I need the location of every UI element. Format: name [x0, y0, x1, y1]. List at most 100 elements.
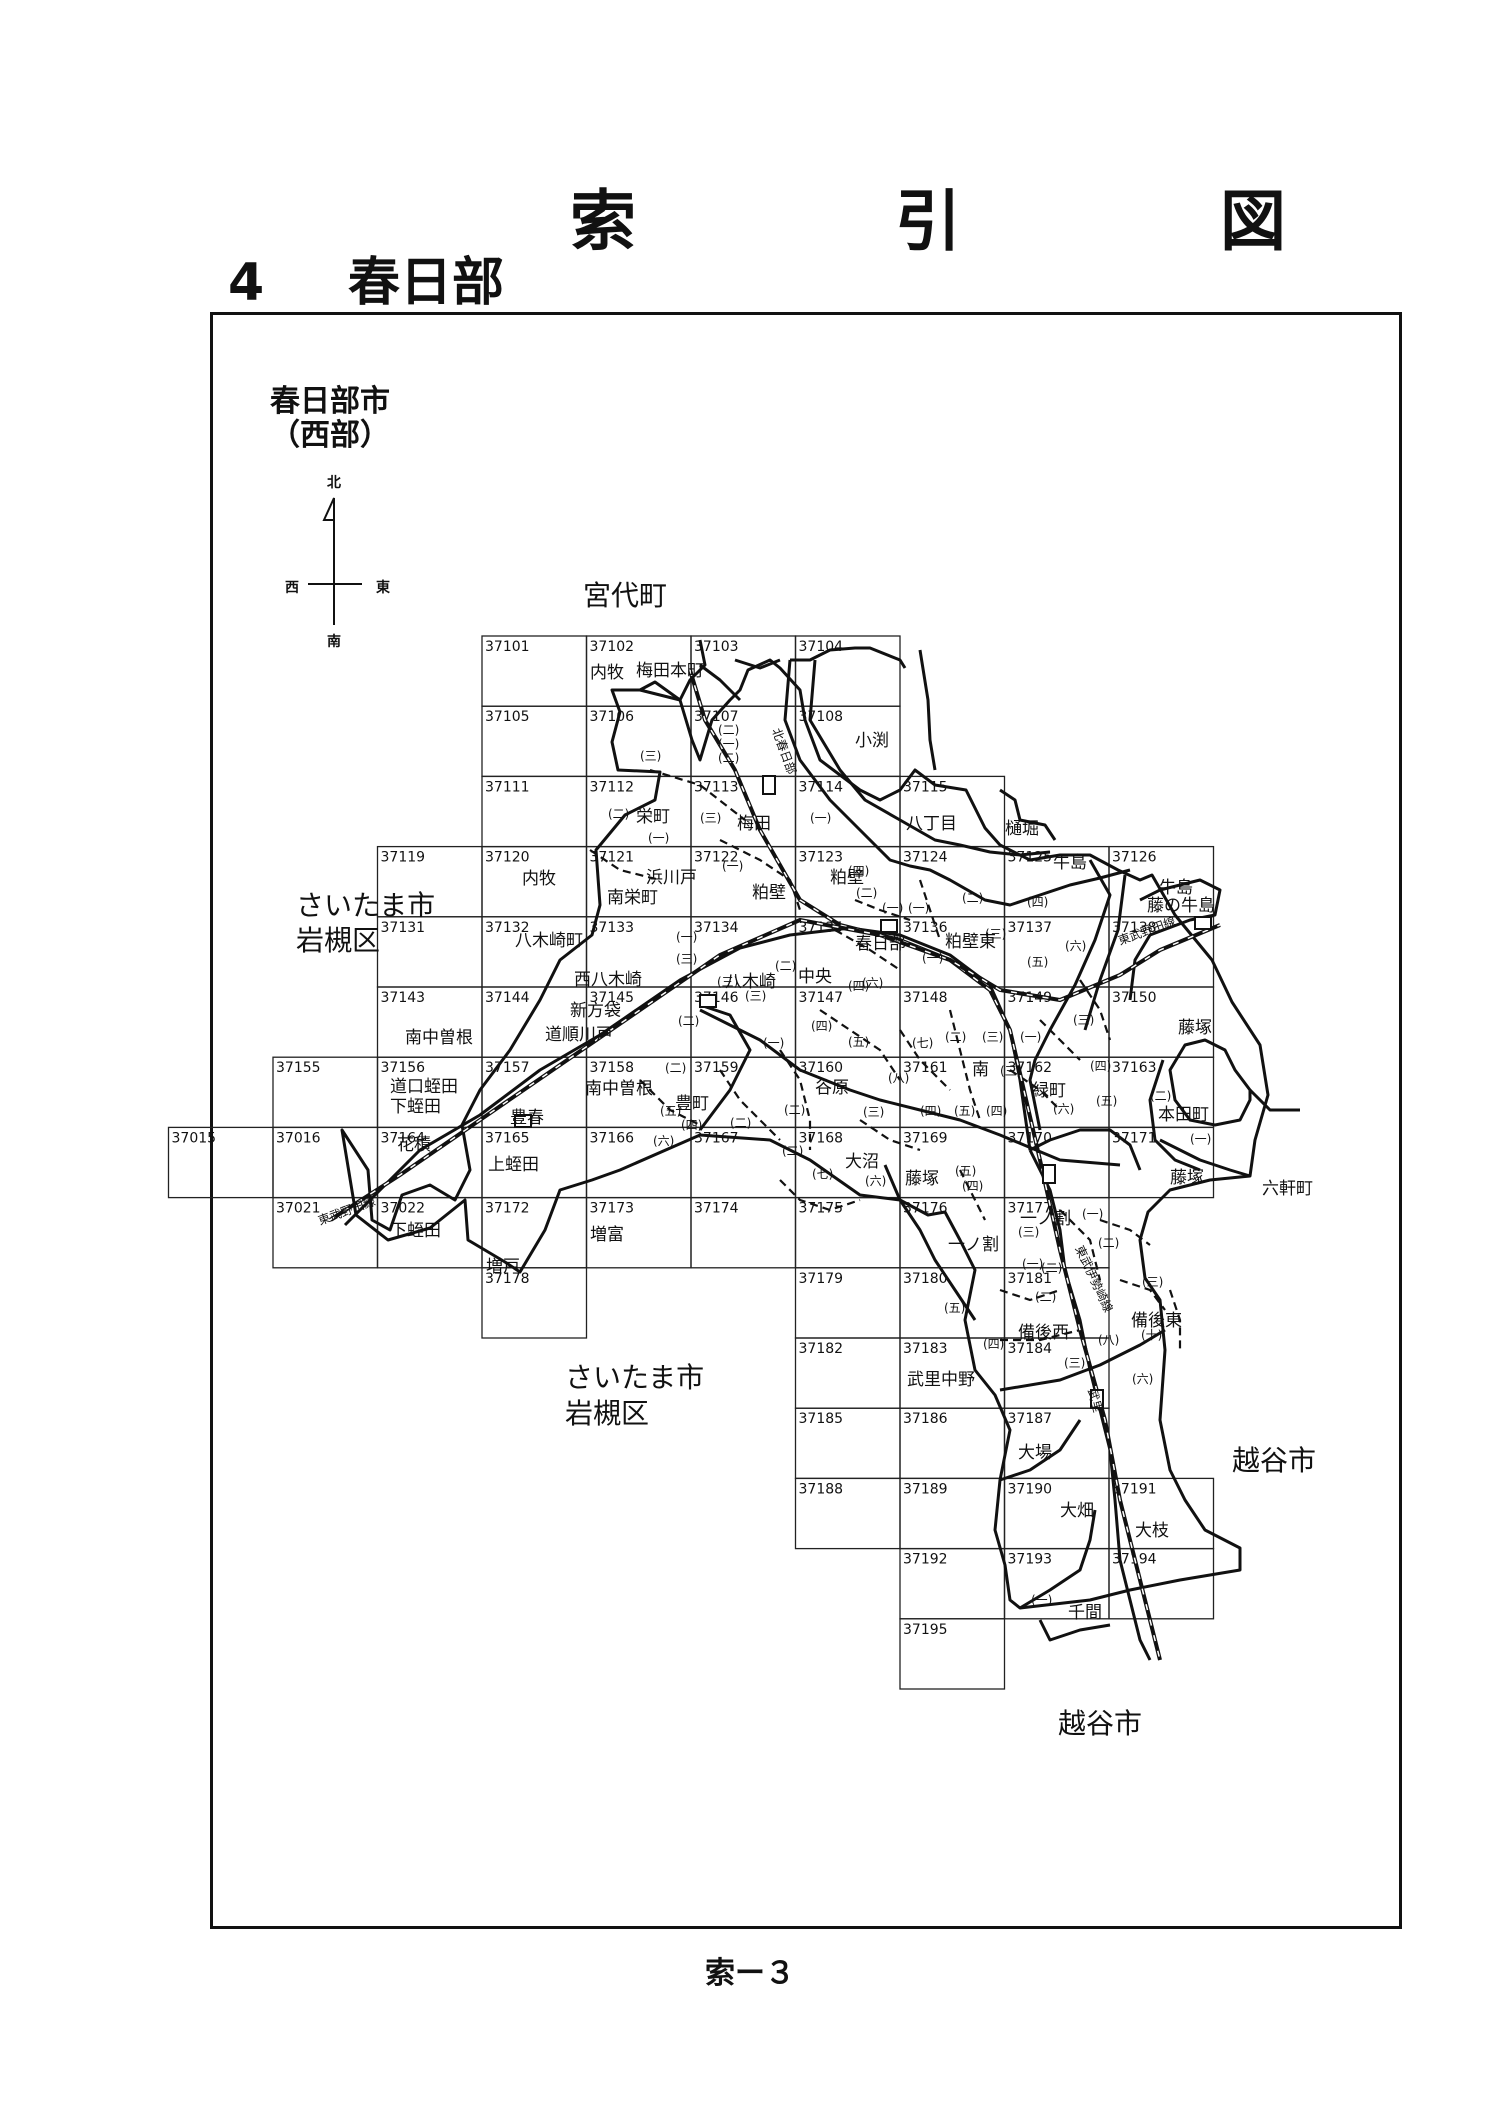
cell-id-label: 37158	[590, 1060, 635, 1076]
chome-marker: (一)	[1020, 1030, 1041, 1044]
neighbor-label: さいたま市	[296, 890, 435, 922]
cell-id-label: 37138	[1112, 920, 1157, 936]
cell-id-label: 37145	[590, 990, 635, 1006]
city-label: 春日部市 （西部）	[250, 385, 410, 453]
chome-marker: (一)	[908, 901, 929, 915]
chome-marker: (四)	[962, 1179, 983, 1193]
cell-id-label: 37104	[799, 639, 844, 655]
grid-cell-37178	[481, 1267, 588, 1339]
cell-id-label: 37161	[903, 1060, 948, 1076]
chome-marker: (一)	[1031, 1593, 1052, 1607]
chome-marker: (二)	[608, 807, 629, 821]
place-label: 道順川戸	[545, 1025, 613, 1045]
place-label: 浜川戸	[646, 868, 697, 888]
map-frame	[210, 312, 1402, 1929]
chome-boundaries	[589, 768, 1182, 1350]
place-label: 中央	[798, 967, 832, 987]
cell-id-label: 37113	[694, 779, 739, 795]
cell-id-label: 37157	[485, 1060, 530, 1076]
cell-id-label: 37134	[694, 920, 739, 936]
place-label: 粕壁	[830, 868, 864, 888]
chome-marker: (七)	[812, 1167, 833, 1181]
cell-id-label: 37191	[1112, 1481, 1157, 1497]
chome-marker: (二)	[784, 1103, 805, 1117]
neighbor-label: 岩槻区	[296, 925, 380, 957]
cell-id-label: 37173	[590, 1201, 635, 1217]
place-label: 大畑	[1060, 1501, 1094, 1521]
cell-id-label: 37101	[485, 639, 530, 655]
compass-east: 東	[376, 580, 390, 596]
place-label: 内牧	[522, 869, 556, 889]
chome-marker: (一)	[718, 737, 739, 751]
cell-id-label: 37179	[799, 1271, 844, 1287]
place-label: 本田町	[1158, 1105, 1209, 1125]
place-label: 花積	[397, 1135, 431, 1155]
cell-id-label: 37131	[381, 920, 426, 936]
chome-marker: (二)	[856, 886, 877, 900]
cell-id-label: 37147	[799, 990, 844, 1006]
neighbor-label: 岩槻区	[565, 1398, 649, 1430]
chome-marker: (四)	[1027, 895, 1048, 909]
chome-marker: (五)	[955, 1164, 976, 1178]
place-label: 六軒町	[1262, 1179, 1313, 1199]
place-label: 樋堀	[1005, 819, 1039, 839]
place-label: 藤の牛島	[1147, 896, 1215, 916]
chome-marker: (二)	[962, 891, 983, 905]
chome-marker: (六)	[865, 1174, 886, 1188]
cell-id-label: 37136	[903, 920, 948, 936]
place-label: 南	[972, 1060, 989, 1080]
chome-marker: (六)	[862, 976, 883, 990]
place-label: 道口蛭田	[390, 1077, 458, 1097]
chome-marker: (五)	[944, 1301, 965, 1315]
cell-id-label: 37186	[903, 1411, 948, 1427]
cell-id-label: 37192	[903, 1552, 948, 1568]
chome-marker: (四)	[1090, 1059, 1111, 1073]
cell-id-label: 37144	[485, 990, 530, 1006]
cell-id-label: 37190	[1008, 1481, 1053, 1497]
chome-marker: (三)	[1018, 1225, 1039, 1239]
chome-marker: (三)	[717, 975, 738, 989]
chome-marker: (二)	[678, 1014, 699, 1028]
place-label: 小渕	[855, 731, 889, 751]
place-label: 谷原	[815, 1078, 849, 1098]
chome-marker: (一)	[1082, 1207, 1103, 1221]
cell-id-label: 37175	[799, 1201, 844, 1217]
chome-marker: (二)	[782, 1144, 803, 1158]
cell-id-label: 37182	[799, 1341, 844, 1357]
place-label: 備後西	[1018, 1323, 1069, 1343]
cell-id-label: 37126	[1112, 850, 1157, 866]
place-label: 八丁目	[906, 814, 957, 834]
chome-marker: (四)	[983, 1337, 1004, 1351]
place-label: 牛島	[1159, 878, 1193, 898]
chome-marker: (二)	[1035, 1290, 1056, 1304]
cell-id-label: 37174	[694, 1201, 739, 1217]
place-label: 八木崎町	[515, 931, 583, 951]
chome-marker: (一)	[722, 859, 743, 873]
place-label: 下蛭田	[390, 1097, 441, 1117]
city-district: （西部）	[270, 418, 390, 453]
chome-marker: (二)	[1098, 1236, 1119, 1250]
cell-id-label: 37178	[485, 1271, 530, 1287]
chome-marker: (五)	[660, 1104, 681, 1118]
place-label: 南栄町	[607, 888, 658, 908]
cell-id-label: 37016	[276, 1130, 321, 1146]
chome-marker: (三)	[745, 989, 766, 1003]
chome-marker: (三)	[1142, 1275, 1163, 1289]
cell-id-label: 37102	[590, 639, 635, 655]
cell-id-label: 37103	[694, 639, 739, 655]
cell-id-label: 37112	[590, 779, 635, 795]
cell-id-label: 37120	[485, 850, 530, 866]
cell-id-label: 37159	[694, 1060, 739, 1076]
place-label: 粕壁東	[945, 932, 996, 952]
section-number: 4	[228, 253, 265, 313]
chome-marker: (四)	[848, 979, 869, 993]
chome-marker: (四)	[848, 864, 869, 878]
chome-marker: (三)	[985, 927, 1006, 941]
place-label: 牛島	[1053, 853, 1087, 873]
chome-marker: (二)	[1150, 1089, 1171, 1103]
cell-id-label: 37180	[903, 1271, 948, 1287]
index-map-title: 索 引 図	[570, 183, 1404, 260]
cell-id-label: 37193	[1008, 1552, 1053, 1568]
